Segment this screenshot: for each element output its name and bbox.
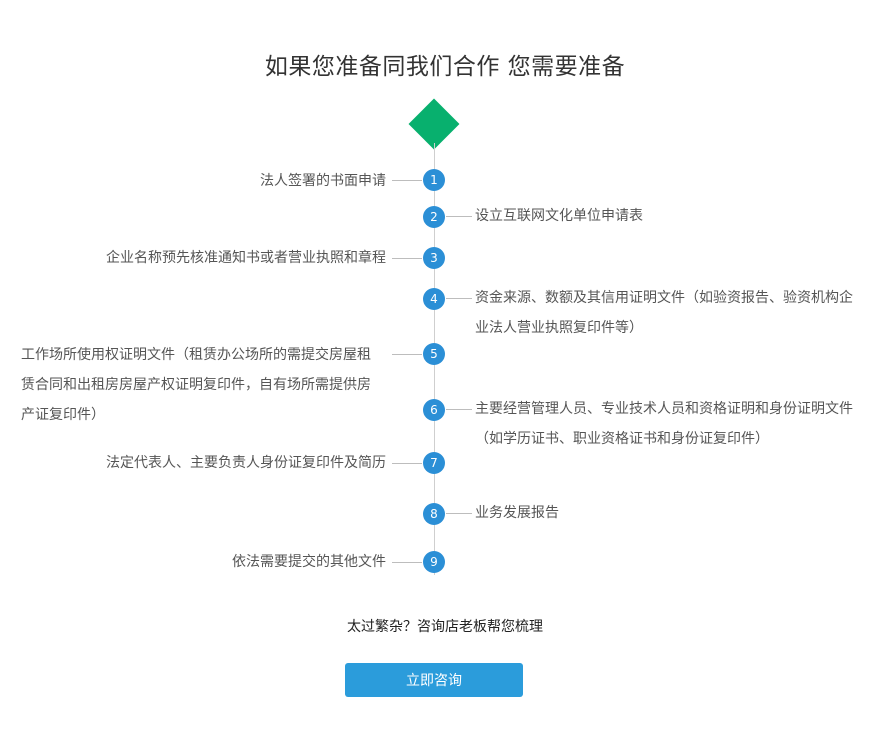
step-6-text-line-1: 主要经营管理人员、专业技术人员和资格证明和身份证明文件 <box>475 401 853 417</box>
step-7-connector <box>392 463 422 464</box>
step-8-number: 8 <box>423 503 445 525</box>
step-4-number: 4 <box>423 288 445 310</box>
step-3-text: 企业名称预先核准通知书或者营业执照和章程 <box>106 250 386 266</box>
step-2-text: 设立互联网文化单位申请表 <box>475 208 643 224</box>
step-1-text: 法人签署的书面申请 <box>260 173 386 189</box>
step-7-text: 法定代表人、主要负责人身份证复印件及简历 <box>106 455 386 471</box>
page-title: 如果您准备同我们合作 您需要准备 <box>264 54 626 80</box>
step-6-connector <box>446 409 472 410</box>
step-5-text-line-2: 赁合同和出租房房屋产权证明复印件，自有场所需提供房 <box>21 377 371 393</box>
step-6-text: 主要经营管理人员、专业技术人员和资格证明和身份证明文件 （如学历证书、职业资格证… <box>475 394 853 454</box>
step-1-number: 1 <box>423 169 445 191</box>
step-2-connector <box>446 216 472 217</box>
step-7-number: 7 <box>423 452 445 474</box>
step-8-connector <box>446 513 472 514</box>
step-5-connector <box>392 354 422 355</box>
step-3-number: 3 <box>423 247 445 269</box>
step-4-text: 资金来源、数额及其信用证明文件（如验资报告、验资机构企 业法人营业执照复印件等） <box>475 283 853 343</box>
cta-prompt: 太过繁杂？咨询店老板帮您梳理 <box>347 619 543 635</box>
step-5-text-line-1: 工作场所使用权证明文件（租赁办公场所的需提交房屋租 <box>21 347 371 363</box>
diamond-marker <box>408 98 460 150</box>
step-6-text-line-2: （如学历证书、职业资格证书和身份证复印件） <box>475 431 769 447</box>
step-5-text: 工作场所使用权证明文件（租赁办公场所的需提交房屋租 赁合同和出租房房屋产权证明复… <box>21 340 371 430</box>
step-9-number: 9 <box>423 551 445 573</box>
step-4-text-line-1: 资金来源、数额及其信用证明文件（如验资报告、验资机构企 <box>475 290 853 306</box>
step-5-text-line-3: 产证复印件） <box>21 407 105 423</box>
consult-now-button[interactable]: 立即咨询 <box>345 663 523 697</box>
step-8-text: 业务发展报告 <box>475 505 559 521</box>
step-6-number: 6 <box>423 399 445 421</box>
step-2-number: 2 <box>423 206 445 228</box>
step-9-text: 依法需要提交的其他文件 <box>232 554 386 570</box>
step-4-connector <box>446 298 472 299</box>
step-5-number: 5 <box>423 343 445 365</box>
step-1-connector <box>392 180 422 181</box>
step-4-text-line-2: 业法人营业执照复印件等） <box>475 320 643 336</box>
step-9-connector <box>392 562 422 563</box>
step-3-connector <box>392 258 422 259</box>
